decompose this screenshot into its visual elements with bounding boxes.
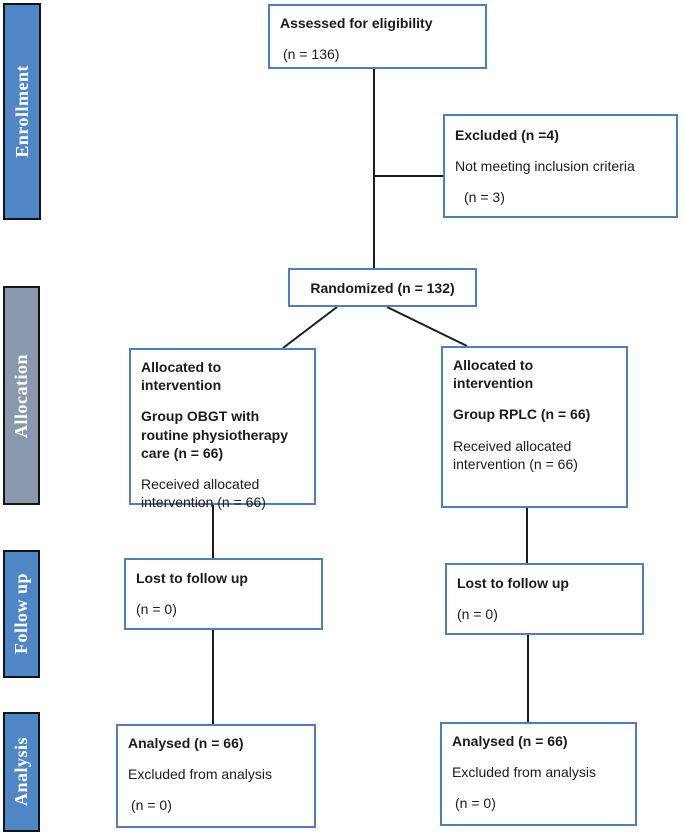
allocation-obgt-group: Group OBGT with routine physiotherapy ca… — [141, 408, 289, 461]
analysed-left-excluded: Excluded from analysis — [128, 766, 272, 783]
analysed-right-n: (n = 0) — [455, 795, 496, 812]
allocation-rplc-group: Group RPLC (n = 66) — [453, 406, 591, 423]
lost-left-title: Lost to follow up — [136, 570, 248, 586]
allocation-rplc-title: Allocated to intervention — [453, 357, 534, 392]
allocation-box-rplc: Allocated to intervention Group RPLC (n … — [441, 346, 628, 508]
stage-label-enrollment-text: Enrollment — [11, 65, 32, 158]
allocation-rplc-received: Received allocated intervention (n = 66) — [453, 437, 578, 472]
excluded-reason: Not meeting inclusion criteria — [455, 158, 635, 175]
assessed-for-eligibility-box: Assessed for eligibility (n = 136) — [268, 4, 487, 69]
analysed-left-title: Analysed (n = 66) — [128, 735, 244, 751]
analysed-box-right: Analysed (n = 66) Excluded from analysis… — [440, 722, 637, 826]
lost-right-title: Lost to follow up — [457, 575, 569, 591]
stage-label-follow-up: Follow up — [3, 550, 40, 678]
allocation-box-obgt: Allocated to intervention Group OBGT wit… — [129, 348, 316, 510]
lost-to-follow-up-box-left: Lost to follow up (n = 0) — [124, 558, 323, 630]
stage-label-analysis: Analysis — [3, 712, 40, 832]
stage-label-allocation: Allocation — [3, 286, 40, 505]
excluded-box: Excluded (n =4) Not meeting inclusion cr… — [443, 114, 678, 218]
randomized-title: Randomized (n = 132) — [310, 280, 455, 296]
stage-label-analysis-text: Analysis — [11, 737, 31, 807]
stage-label-enrollment: Enrollment — [3, 3, 41, 220]
analysed-right-excluded: Excluded from analysis — [452, 764, 596, 781]
lost-left-n: (n = 0) — [136, 601, 177, 618]
excluded-n: (n = 3) — [464, 189, 505, 206]
randomized-box: Randomized (n = 132) — [288, 268, 477, 307]
assessed-n: (n = 136) — [283, 46, 340, 63]
allocation-obgt-title: Allocated to intervention — [141, 359, 222, 394]
analysed-right-title: Analysed (n = 66) — [452, 733, 568, 749]
analysed-left-n: (n = 0) — [131, 797, 172, 814]
assessed-title: Assessed for eligibility — [280, 15, 433, 31]
lost-to-follow-up-box-right: Lost to follow up (n = 0) — [445, 563, 644, 635]
stage-label-allocation-text: Allocation — [11, 353, 31, 438]
excluded-title: Excluded (n =4) — [455, 127, 559, 143]
stage-label-follow-up-text: Follow up — [11, 573, 31, 655]
analysed-box-left: Analysed (n = 66) Excluded from analysis… — [116, 724, 316, 828]
allocation-obgt-received: Received allocated intervention (n = 66) — [141, 475, 266, 511]
lost-right-n: (n = 0) — [457, 606, 498, 623]
